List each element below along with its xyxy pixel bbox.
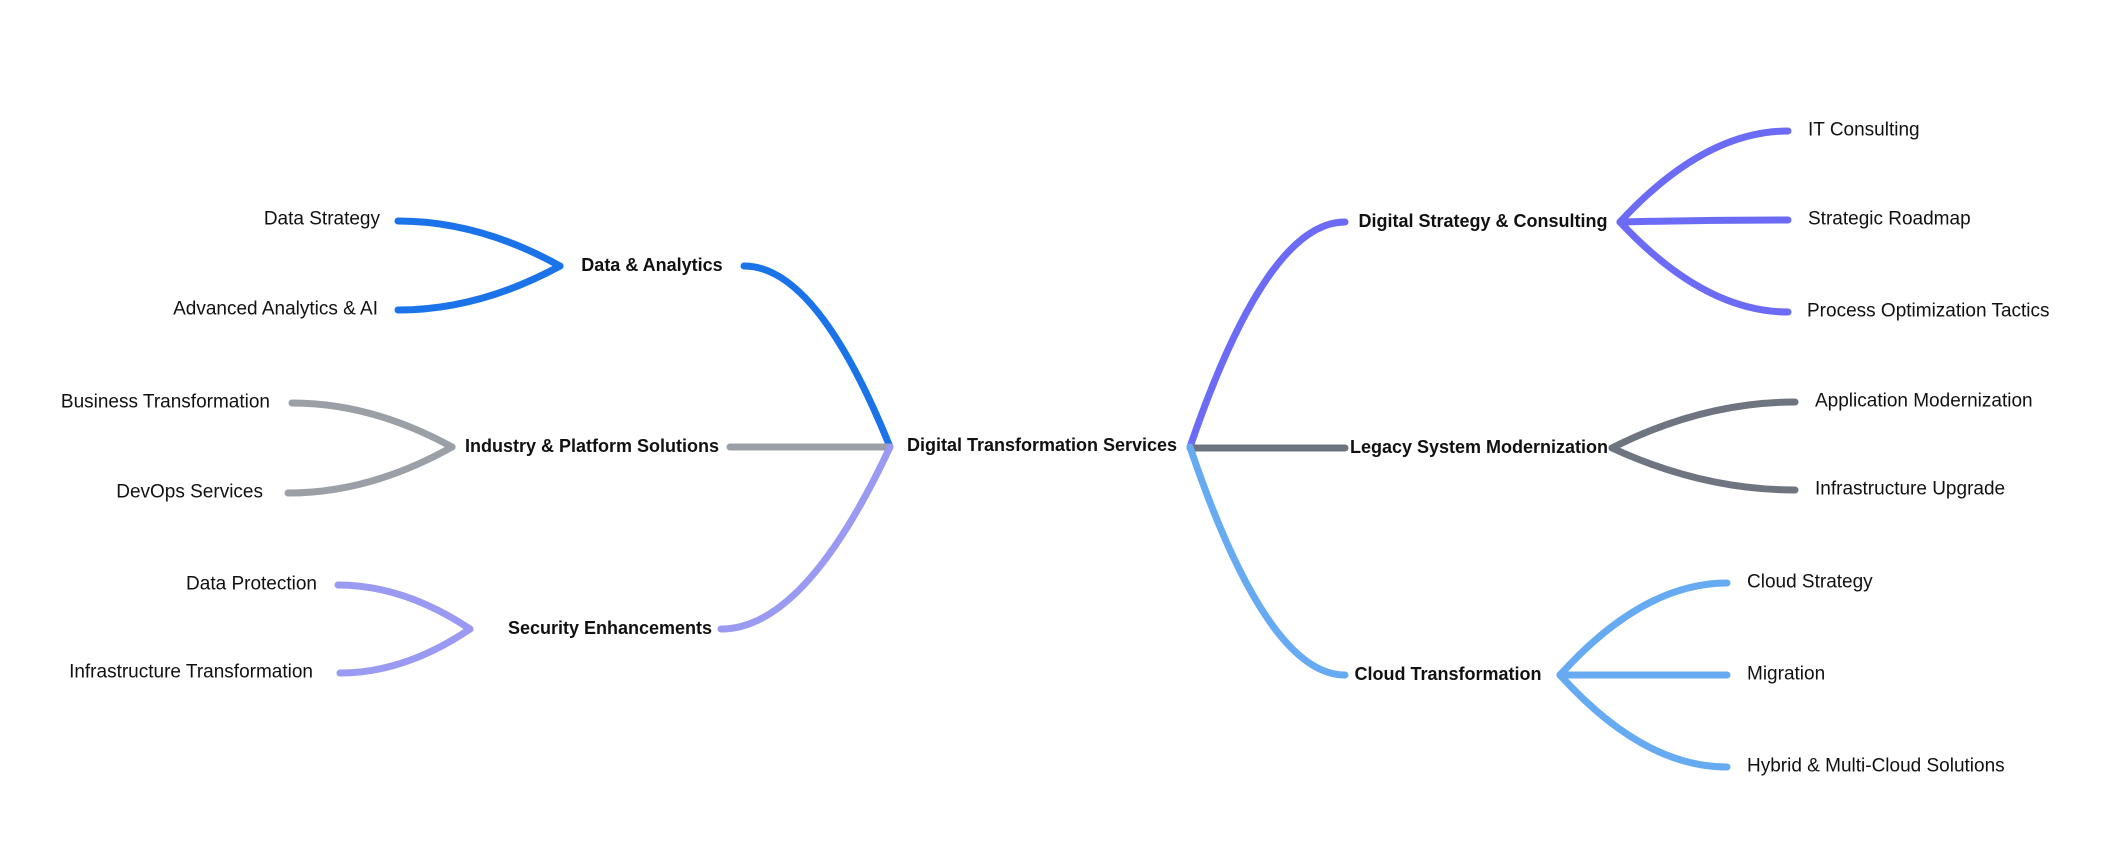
link-security-to-data-protection: [334, 581, 474, 633]
link-security-to-infrastructure-transformation: [336, 625, 474, 677]
node-industry-platform-solutions[interactable]: Industry & Platform Solutions: [464, 436, 720, 457]
link-root-to-cloud-transformation: [1186, 443, 1349, 679]
node-migration[interactable]: Migration: [1747, 663, 1826, 685]
link-digital-strategy-to-strategic-roadmap: [1616, 216, 1792, 226]
node-security-enhancements[interactable]: Security Enhancements: [507, 618, 713, 639]
link-industry-to-devops-services: [284, 443, 456, 497]
link-root-to-security-enhancements: [717, 443, 894, 633]
node-data-protection[interactable]: Data Protection: [186, 573, 317, 595]
node-business-transformation[interactable]: Business Transformation: [60, 391, 270, 413]
link-cloud-to-hybrid-multicloud: [1556, 671, 1731, 771]
node-devops-services[interactable]: DevOps Services: [116, 481, 263, 503]
node-cloud-transformation[interactable]: Cloud Transformation: [1354, 664, 1542, 685]
node-data-analytics[interactable]: Data & Analytics: [581, 255, 723, 276]
link-cloud-to-cloud-strategy: [1556, 579, 1731, 679]
node-digital-transformation-services[interactable]: Digital Transformation Services: [906, 435, 1178, 456]
node-it-consulting[interactable]: IT Consulting: [1808, 119, 1920, 141]
node-strategic-roadmap[interactable]: Strategic Roadmap: [1808, 208, 1971, 230]
node-infrastructure-transformation[interactable]: Infrastructure Transformation: [69, 661, 313, 683]
node-advanced-analytics-ai[interactable]: Advanced Analytics & AI: [173, 298, 378, 320]
link-digital-strategy-to-it-consulting: [1616, 127, 1792, 226]
node-infrastructure-upgrade[interactable]: Infrastructure Upgrade: [1815, 478, 2006, 500]
node-digital-strategy-consulting[interactable]: Digital Strategy & Consulting: [1358, 211, 1608, 232]
node-process-optimization-tactics[interactable]: Process Optimization Tactics: [1807, 300, 2050, 322]
node-cloud-strategy[interactable]: Cloud Strategy: [1747, 571, 1873, 593]
link-root-to-data-analytics: [740, 262, 894, 451]
link-data-analytics-to-advanced-analytics: [394, 262, 564, 314]
node-data-strategy[interactable]: Data Strategy: [263, 208, 380, 230]
link-legacy-to-application-modernization: [1608, 398, 1799, 452]
link-legacy-to-infrastructure-upgrade: [1608, 444, 1799, 494]
node-legacy-system-modernization[interactable]: Legacy System Modernization: [1349, 437, 1609, 458]
node-application-modernization[interactable]: Application Modernization: [1815, 390, 2033, 412]
link-digital-strategy-to-process-optimization: [1616, 218, 1792, 316]
node-hybrid-multicloud-solutions[interactable]: Hybrid & Multi-Cloud Solutions: [1747, 755, 2005, 777]
link-root-to-digital-strategy: [1186, 218, 1349, 451]
link-industry-to-business-transformation: [288, 399, 456, 451]
link-data-analytics-to-data-strategy: [394, 217, 564, 270]
